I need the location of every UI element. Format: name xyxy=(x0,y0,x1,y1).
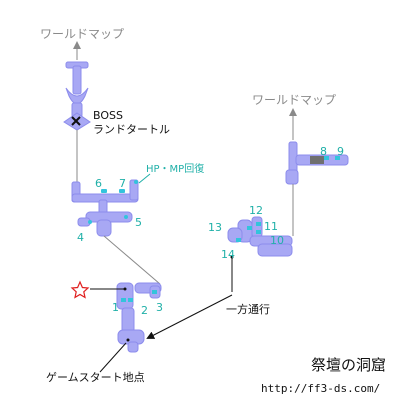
chest-12-number: 12 xyxy=(249,204,263,217)
chest-6-number: 6 xyxy=(95,177,102,190)
chest-7-icon xyxy=(119,189,125,193)
chest-10-number: 10 xyxy=(270,234,284,247)
star-point-icon xyxy=(123,287,127,291)
chest-8-number: 8 xyxy=(320,145,327,158)
right-upper-area xyxy=(285,141,349,236)
start-label: ゲームスタート地点 xyxy=(46,371,145,384)
arrow-icon xyxy=(146,294,233,339)
map-title: 祭壇の洞窟 xyxy=(311,356,386,374)
chest-9-number: 9 xyxy=(337,145,344,158)
middle-bottom-connector xyxy=(103,235,161,285)
boss-label: BOSS xyxy=(93,109,123,122)
boss-tower xyxy=(63,61,91,182)
world-map-right-label: ワールドマップ xyxy=(252,93,336,107)
chest-13-number: 13 xyxy=(208,221,222,234)
chest-7-number: 7 xyxy=(119,177,126,190)
chest-11-number: 11 xyxy=(264,220,278,233)
chest-1-number: 1 xyxy=(112,301,119,314)
start-leader-line xyxy=(99,342,127,373)
hp-mp-label: HP・MP回復 xyxy=(146,162,204,175)
chest-5-number: 5 xyxy=(135,216,142,229)
site-url[interactable]: http://ff3-ds.com/ xyxy=(261,382,380,395)
boss-name-label: ランドタートル xyxy=(93,123,170,136)
boss-x-icon xyxy=(71,116,81,126)
hp-mp-leader xyxy=(138,173,151,184)
one-way-label: 一方通行 xyxy=(226,302,270,316)
world-map-top-label: ワールドマップ xyxy=(40,27,124,41)
middle-area xyxy=(71,179,139,237)
chest-14-number: 14 xyxy=(221,248,235,261)
hp-mp-spot-icon xyxy=(134,180,138,184)
chest-3-number: 3 xyxy=(156,301,163,314)
chest-2-number: 2 xyxy=(141,304,148,317)
chest-4-number: 4 xyxy=(77,231,84,244)
chest-6-icon xyxy=(101,189,107,193)
star-icon xyxy=(70,280,90,299)
start-area xyxy=(116,282,162,353)
right-lower-area xyxy=(227,216,293,292)
